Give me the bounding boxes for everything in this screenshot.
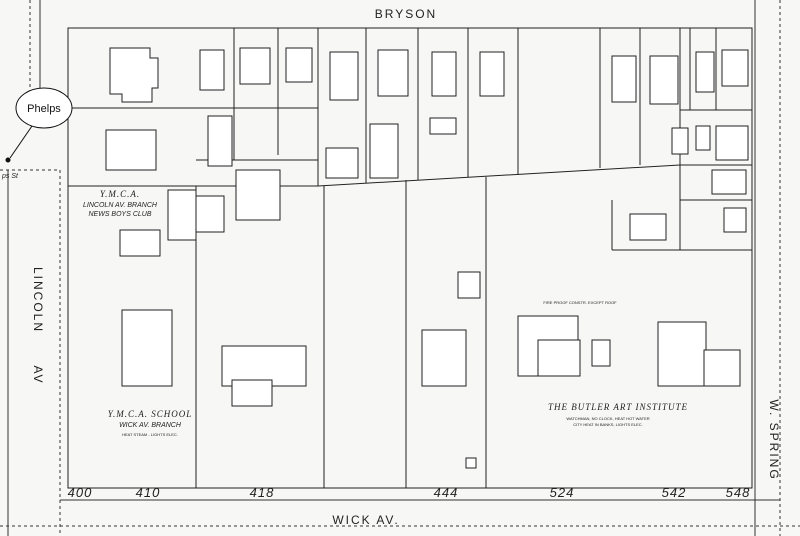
address-numbers: 400 410 418 444 524 542 548: [68, 485, 751, 500]
street-north: BRYSON: [375, 7, 437, 21]
phelps-callout: Phelps: [5, 87, 73, 163]
address-number: 410: [136, 485, 161, 500]
ymca-lincoln-label: Y.M.C.A. LINCOLN AV. BRANCH NEWS BOYS CL…: [83, 189, 158, 218]
frame-lines: [7, 0, 780, 536]
ymca-lincoln-line2: LINCOLN AV. BRANCH: [83, 202, 158, 209]
address-number: 444: [434, 485, 459, 500]
street-west-2: AV: [31, 365, 45, 384]
street-east: W. SPRING: [767, 399, 781, 480]
butler-label: THE BUTLER ART INSTITUTE FIRE PROOF CONS…: [543, 300, 688, 427]
ymca-lincoln-line3: NEWS BOYS CLUB: [88, 211, 151, 218]
address-number: 400: [68, 485, 93, 500]
ymca-school-label: Y.M.C.A. SCHOOL WICK AV. BRANCH HEAT STE…: [108, 409, 192, 437]
ymca-school-line3: HEAT STEAM - LIGHTS ELEC.: [122, 432, 178, 437]
ymca-school-line1: Y.M.C.A. SCHOOL: [108, 409, 192, 419]
ymca-school-line2: WICK AV. BRANCH: [119, 422, 182, 429]
address-number: 524: [550, 485, 575, 500]
buildings: [105, 47, 749, 469]
street-south: WICK AV.: [332, 513, 399, 527]
address-number: 418: [250, 485, 275, 500]
butler-line4: CITY HEAT IN BANKS, LIGHTS ELEC.: [573, 422, 643, 427]
address-number: 542: [662, 485, 687, 500]
address-number: 548: [726, 485, 751, 500]
ymca-lincoln-line1: Y.M.C.A.: [100, 189, 140, 199]
butler-line2: FIRE PROOF CONSTR. EXCEPT ROOF: [543, 300, 617, 305]
phelps-label: Phelps: [27, 103, 61, 115]
street-west-1: LINCOLN: [31, 267, 45, 333]
butler-line3: WATCHMAN, NO CLOCK, HEAT HOT WATER: [566, 416, 649, 421]
west-stub-label: ps St: [1, 173, 19, 180]
butler-line1: THE BUTLER ART INSTITUTE: [548, 402, 688, 412]
